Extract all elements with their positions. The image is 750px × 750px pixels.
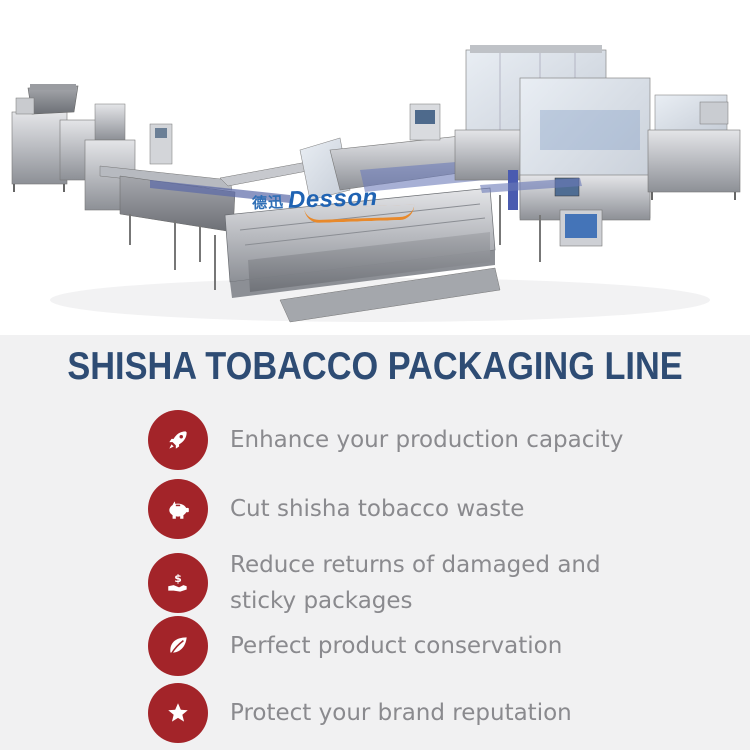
feature-item-capacity: Enhance your production capacity xyxy=(148,410,630,470)
machine-illustration xyxy=(11,45,741,323)
leaf-icon xyxy=(148,616,208,676)
feature-item-returns: $ Reduce returns of damaged and sticky p… xyxy=(148,547,630,619)
packaging-line-image: 德迅 Desson xyxy=(0,0,750,335)
feature-text: Reduce returns of damaged and sticky pac… xyxy=(230,552,601,614)
brand-logo: 德迅 Desson xyxy=(251,184,415,224)
info-panel: SHISHA TOBACCO PACKAGING LINE Enhance yo… xyxy=(0,335,750,750)
page-title: SHISHA TOBACCO PACKAGING LINE xyxy=(67,345,683,388)
feature-item-reputation: Protect your brand reputation xyxy=(148,683,630,743)
svg-text:$: $ xyxy=(174,572,182,585)
hand-dollar-icon: $ xyxy=(148,553,208,613)
feature-text: Protect your brand reputation xyxy=(230,700,572,726)
logo-cn-text: 德迅 xyxy=(251,192,285,212)
feature-item-conservation: Perfect product conservation xyxy=(148,616,630,676)
feature-item-waste: Cut shisha tobacco waste xyxy=(148,479,630,539)
star-icon xyxy=(148,683,208,743)
cartoning-machine xyxy=(219,103,501,323)
rocket-icon xyxy=(148,410,208,470)
feature-text: Enhance your production capacity xyxy=(230,427,624,453)
feature-text: Perfect product conservation xyxy=(230,633,563,659)
weigher-unit xyxy=(84,103,290,290)
overwrapping-machine xyxy=(454,45,651,262)
piggy-bank-icon xyxy=(148,479,208,539)
filling-machine xyxy=(11,84,103,192)
case-packer xyxy=(647,94,741,200)
feature-text: Cut shisha tobacco waste xyxy=(230,496,525,522)
